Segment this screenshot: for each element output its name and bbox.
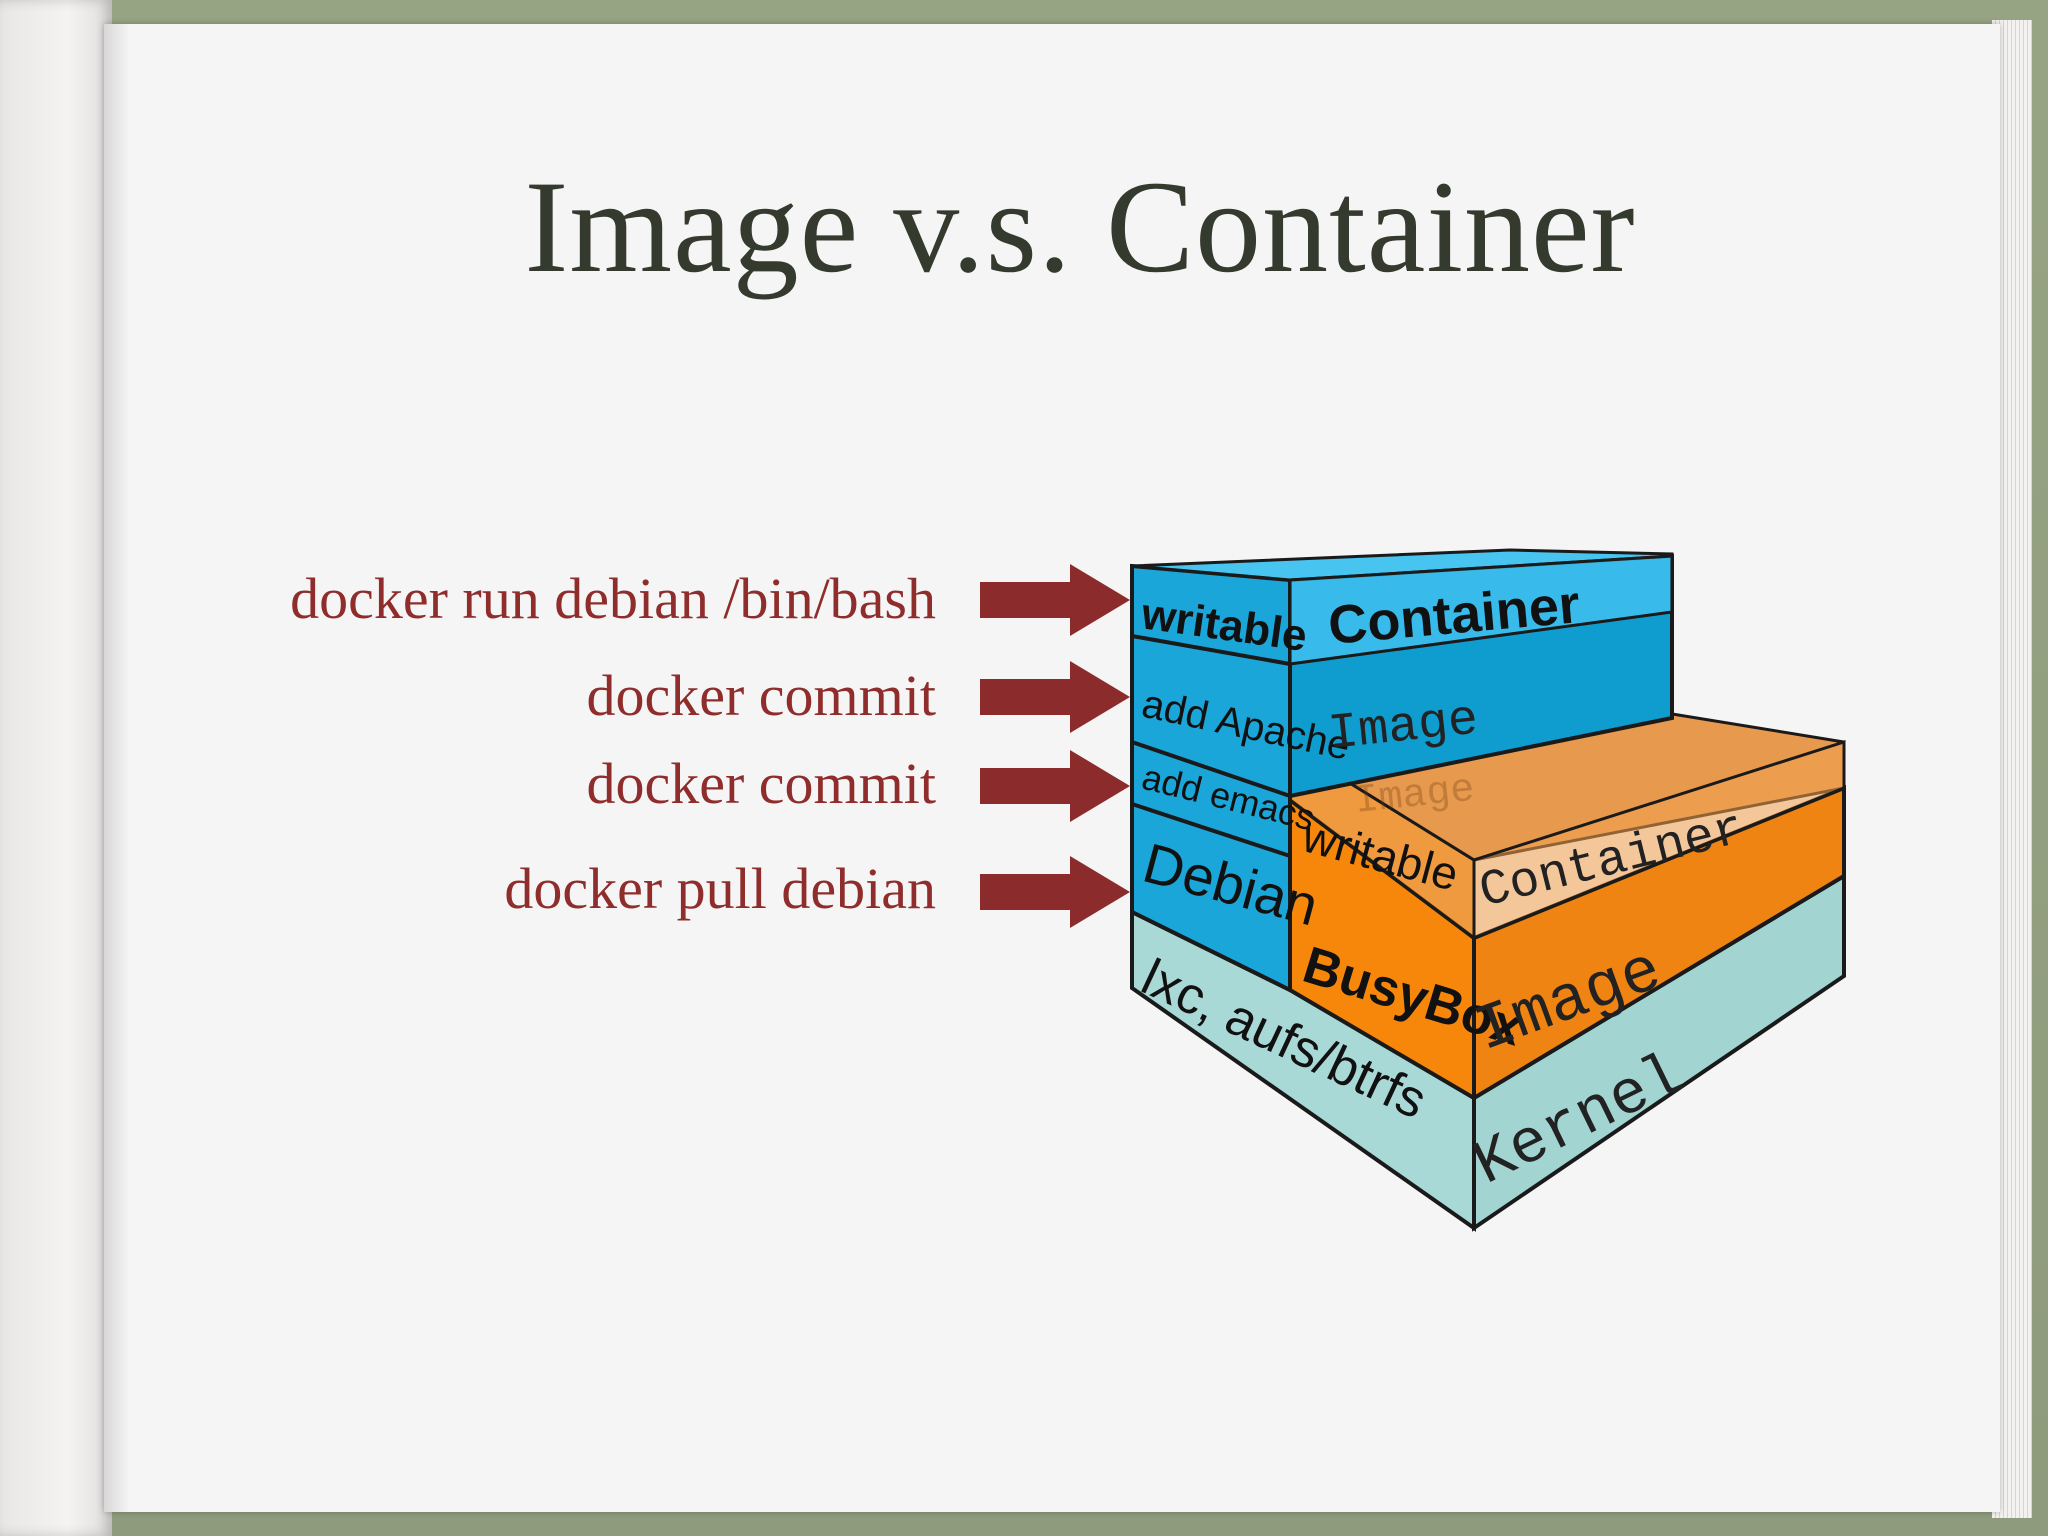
arrow-right-icon — [980, 661, 1130, 733]
left-page-edge — [0, 0, 112, 1536]
command-label-commit-emacs: docker commit — [586, 751, 936, 816]
blue-container-side — [1288, 554, 1674, 666]
arrow-right-icon — [980, 750, 1130, 822]
command-label-run: docker run debian /bin/bash — [290, 566, 936, 631]
gutter-shadow — [104, 24, 130, 1512]
layer-stack-diagram: writable add Apache add emacs Debian Con… — [1130, 548, 1846, 1232]
slide-title: Image v.s. Container — [524, 153, 1636, 300]
arrow-right-icon — [980, 856, 1130, 928]
orange-container-side — [1472, 739, 1846, 941]
arrow-right-icon — [980, 564, 1130, 636]
command-label-commit-apache: docker commit — [586, 663, 936, 728]
command-label-pull: docker pull debian — [504, 856, 936, 921]
